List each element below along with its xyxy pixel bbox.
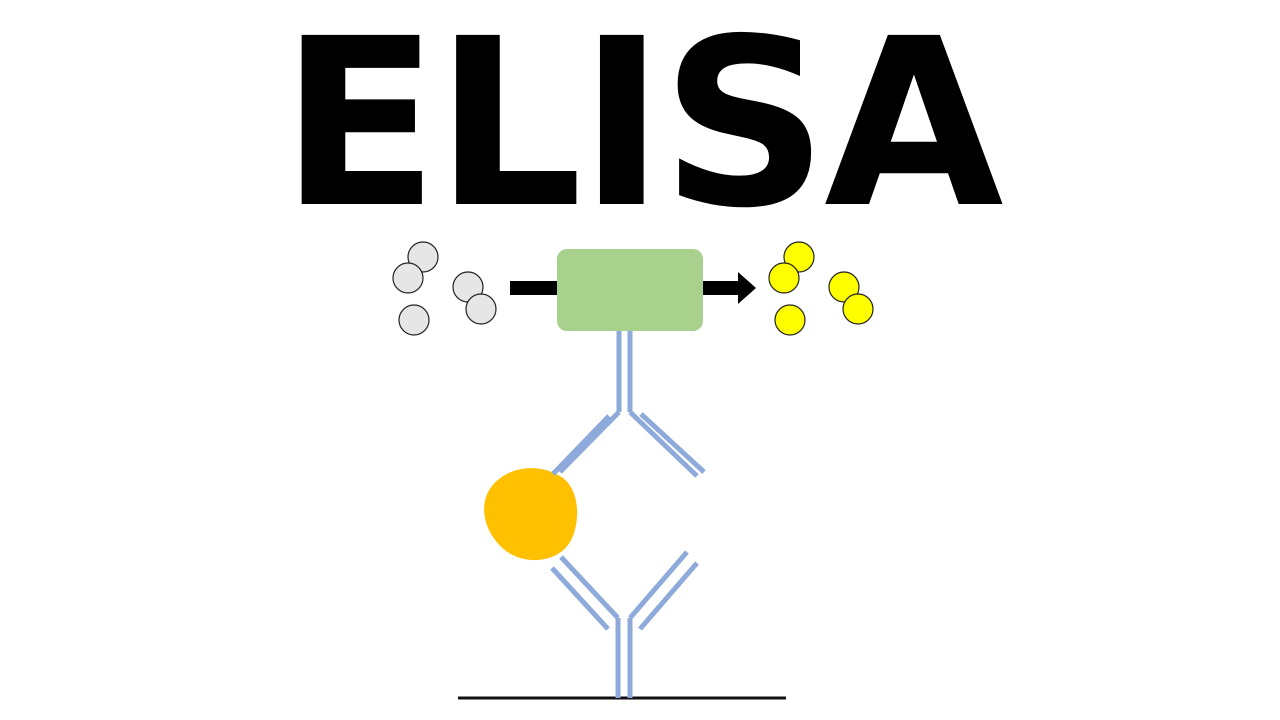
arrow-tail [510,281,560,295]
reaction-arrow [510,272,756,304]
antigen-blob [484,468,578,561]
detection-antibody [551,330,706,478]
yellow-circle-icon [828,271,860,303]
yellow-circle-icon [768,262,800,294]
page-title: ELISA [280,0,1003,259]
right-arrow-icon [738,272,756,304]
yellow-circle-icon [774,304,806,336]
arrow-shaft [700,281,740,295]
capture-antibody [550,550,699,698]
yellow-circle-icon [842,293,874,325]
grey-circle-icon [465,293,497,325]
product-molecules [768,241,874,336]
grey-circle-icon [398,304,430,336]
substrate-molecules [392,241,497,336]
grey-circle-icon [392,262,424,294]
enzyme-box [557,249,703,331]
